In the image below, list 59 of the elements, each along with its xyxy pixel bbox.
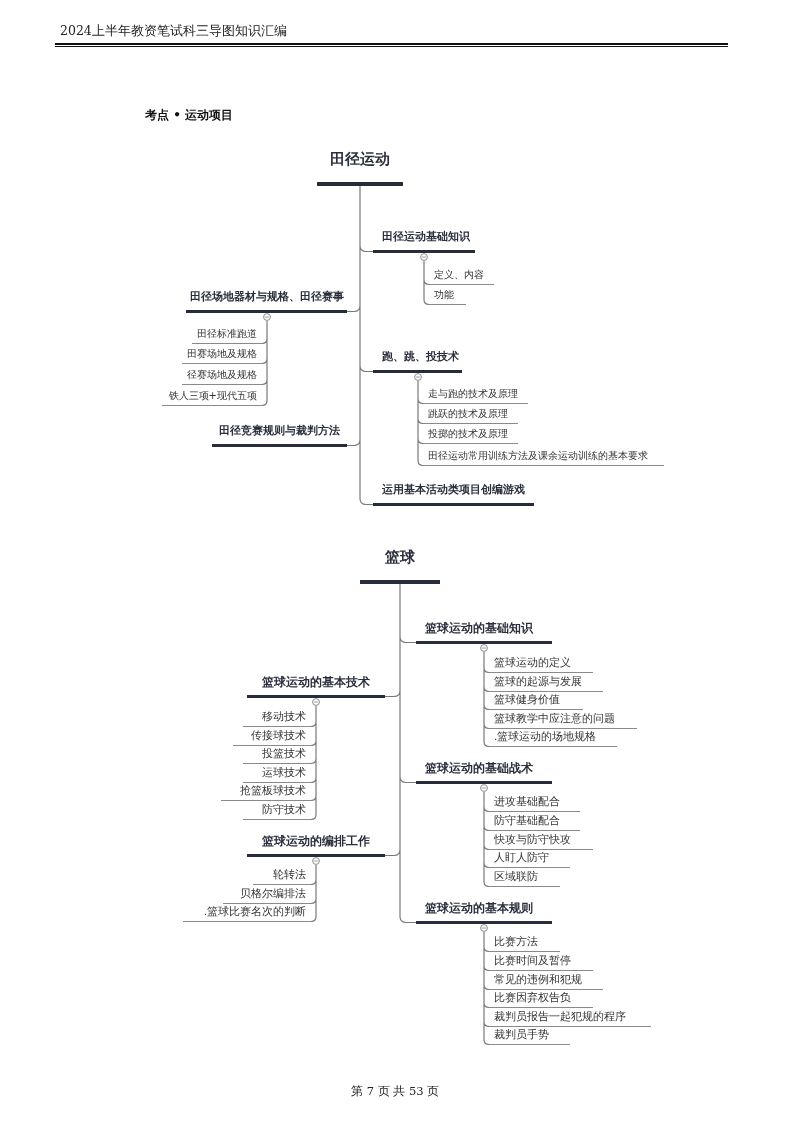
leaf-topic: 篮球运动的定义 — [489, 655, 593, 673]
connector-line — [384, 583, 417, 924]
topic-text: 篮球运动的基本规则 — [425, 900, 534, 916]
connector-line — [483, 931, 490, 1046]
leaf-topic: 轮转法 — [253, 867, 311, 885]
topic-text: 田径运动基础知识 — [382, 229, 471, 245]
leaf-topic: 防守基础配合 — [489, 813, 580, 831]
leaf-topic: 移动技术 — [243, 709, 311, 727]
leaf-topic: 走与跑的技术及原理 — [423, 386, 528, 404]
leaf-topic: 人盯人防守 — [489, 850, 570, 868]
connector-line — [417, 380, 424, 467]
leaf-topic: 田赛场地及规格 — [182, 346, 262, 364]
leaf-topic: 常见的违例和犯规 — [489, 972, 603, 990]
connector-line — [423, 260, 430, 306]
leaf-topic: 篮球健身价值 — [489, 692, 583, 710]
leaf-topic: 比赛时间及暂停 — [489, 953, 593, 971]
leaf-topic: 径赛场地及规格 — [182, 367, 262, 385]
leaf-topic: 比赛因弃权告负 — [489, 990, 593, 1008]
leaf-topic: 快攻与防守快攻 — [489, 832, 593, 850]
connector-line — [261, 320, 268, 407]
root-topic: 篮球 — [360, 548, 440, 584]
leaf-topic: 跳跃的技术及原理 — [423, 406, 518, 424]
topic-text: 篮球运动的编排工作 — [261, 833, 371, 849]
topic-text: 跑、跳、投技术 — [382, 349, 460, 365]
connector-line — [483, 791, 490, 888]
leaf-topic: 区域联防 — [489, 869, 560, 887]
leaf-topic: 田径运动常用训练方法及课余运动训练的基本要求 — [423, 448, 664, 466]
leaf-topic: 进攻基础配合 — [489, 794, 580, 812]
header-text: 2024上半年教资笔试科三导图知识汇编 — [60, 23, 287, 40]
leaf-topic: 田径标准跑道 — [192, 326, 262, 344]
connector-line — [483, 651, 490, 748]
leaf-topic: 篮球教学中应注意的问题 — [489, 711, 637, 729]
topic-text: 篮球运动的基础知识 — [425, 620, 534, 636]
topic-text: 田径场地器材与规格、田径赛事 — [188, 289, 345, 305]
leaf-topic: 比赛方法 — [489, 934, 560, 952]
leaf-topic: 投掷的技术及原理 — [423, 426, 518, 444]
leaf-topic: .篮球运动的场地规格 — [489, 729, 617, 747]
topic-text: 篮球运动的基础战术 — [425, 760, 534, 776]
leaf-topic: 投篮技术 — [243, 746, 311, 764]
connector-line — [310, 705, 317, 821]
leaf-topic: 贝格尔编排法 — [223, 886, 311, 904]
leaf-topic: 定义、内容 — [429, 267, 494, 285]
leaf-topic: 裁判员报告一起犯规的程序 — [489, 1009, 651, 1027]
leaf-topic: 功能 — [429, 287, 466, 305]
leaf-topic: 铁人三项+现代五项 — [162, 388, 262, 406]
branch-topic: 运用基本活动类项目创编游戏 — [373, 482, 534, 506]
leaf-topic: 抢篮板球技术 — [221, 783, 311, 801]
leaf-topic: 传接球技术 — [233, 728, 311, 746]
leaf-topic: .篮球比赛名次的判断 — [183, 904, 311, 922]
page-heading: 考点 • 运动项目 — [145, 107, 234, 124]
root-topic: 田径运动 — [317, 150, 403, 186]
leaf-topic: 篮球的起源与发展 — [489, 674, 603, 692]
topic-text: 篮球运动的基本技术 — [261, 674, 371, 690]
leaf-topic: 裁判员手势 — [489, 1027, 570, 1045]
branch-topic: 田径竞赛规则与裁判方法 — [212, 423, 347, 447]
connector-line — [310, 864, 317, 923]
leaf-topic: 运球技术 — [243, 765, 311, 783]
leaf-topic: 防守技术 — [243, 802, 311, 820]
page-number: 第 7 页 共 53 页 — [351, 1084, 440, 1099]
